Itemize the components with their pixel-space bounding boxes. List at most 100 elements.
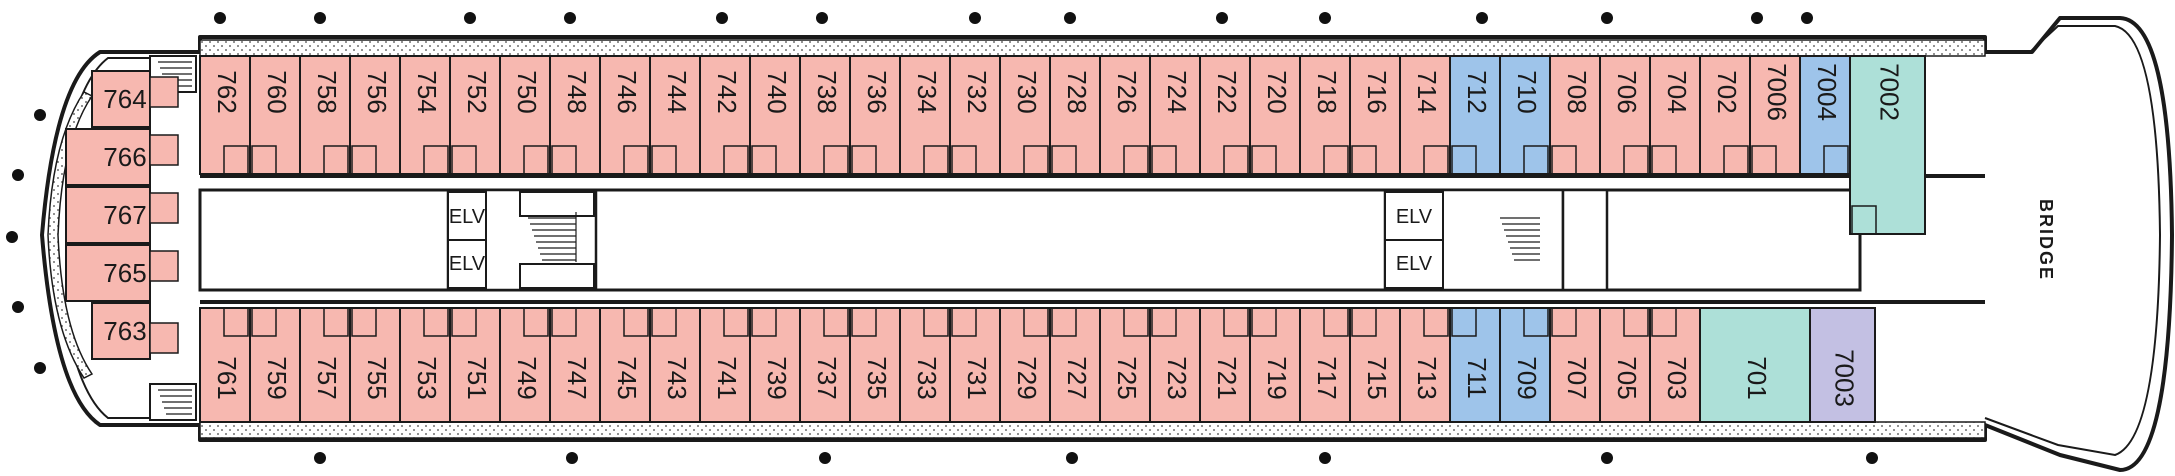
cabin-746[interactable]: 746 [599,55,651,175]
cabin-738[interactable]: 738 [799,55,851,175]
cabin-730[interactable]: 730 [999,55,1051,175]
cabin-702[interactable]: 702 [1699,55,1751,175]
porthole-marker [314,12,326,24]
cabin-718[interactable]: 718 [1299,55,1351,175]
cabin-732[interactable]: 732 [949,55,1001,175]
cabin-721[interactable]: 721 [1199,307,1251,423]
cabin-749[interactable]: 749 [499,307,551,423]
cabin-number: 713 [1412,356,1442,399]
cabin-750[interactable]: 750 [499,55,551,175]
cabin-number: 719 [1262,356,1292,399]
cabin-number: 728 [1062,70,1092,113]
stern-stair-bottom [149,383,197,421]
cabin-741[interactable]: 741 [699,307,751,423]
cabin-740[interactable]: 740 [749,55,801,175]
cabin-763[interactable]: 763 [91,302,179,360]
cabin-729[interactable]: 729 [999,307,1051,423]
porthole-marker [566,452,578,464]
cabin-number: 734 [912,70,942,113]
cabin-713[interactable]: 713 [1399,307,1451,423]
porthole-marker [1801,12,1813,24]
cabin-759[interactable]: 759 [249,307,301,423]
cabin-701[interactable]: 701 [1699,307,1811,423]
cabin-723[interactable]: 723 [1149,307,1201,423]
cabin-752[interactable]: 752 [449,55,501,175]
cabin-726[interactable]: 726 [1099,55,1151,175]
cabin-number: 758 [312,70,342,113]
porthole-marker [1319,452,1331,464]
cabin-number: 754 [412,70,442,113]
cabin-766[interactable]: 766 [65,128,179,186]
cabin-727[interactable]: 727 [1049,307,1101,423]
cabin-747[interactable]: 747 [549,307,601,423]
cabin-710[interactable]: 710 [1499,55,1551,175]
cabin-716[interactable]: 716 [1349,55,1401,175]
cabin-765[interactable]: 765 [65,244,179,302]
cabin-724[interactable]: 724 [1149,55,1201,175]
cabin-711[interactable]: 711 [1449,307,1501,423]
cabin-717[interactable]: 717 [1299,307,1351,423]
porthole-marker [1216,12,1228,24]
cabin-number: 712 [1462,70,1492,113]
cabin-number: 763 [103,316,146,346]
cabin-715[interactable]: 715 [1349,307,1401,423]
cabin-705[interactable]: 705 [1599,307,1651,423]
cabin-731[interactable]: 731 [949,307,1001,423]
cabin-757[interactable]: 757 [299,307,351,423]
cabin-755[interactable]: 755 [349,307,401,423]
cabin-758[interactable]: 758 [299,55,351,175]
cabin-707[interactable]: 707 [1549,307,1601,423]
porthole-marker [464,12,476,24]
cabin-number: 757 [312,356,342,399]
cabin-704[interactable]: 704 [1649,55,1701,175]
svg-text:ELV: ELV [1396,253,1433,275]
cabin-7006[interactable]: 7006 [1749,55,1801,175]
cabin-725[interactable]: 725 [1099,307,1151,423]
cabin-760[interactable]: 760 [249,55,301,175]
porthole-marker [1064,12,1076,24]
cabin-767[interactable]: 767 [65,186,179,244]
cabin-764[interactable]: 764 [91,70,179,128]
cabin-703[interactable]: 703 [1649,307,1701,423]
cabin-719[interactable]: 719 [1249,307,1301,423]
cabin-735[interactable]: 735 [849,307,901,423]
cabin-7003[interactable]: 7003 [1809,307,1876,423]
promenade-bottom [199,421,1986,439]
cabin-754[interactable]: 754 [399,55,451,175]
cabin-712[interactable]: 712 [1449,55,1501,175]
cabin-736[interactable]: 736 [849,55,901,175]
cabin-728[interactable]: 728 [1049,55,1101,175]
cabin-7002[interactable]: 7002 [1849,55,1926,235]
cabin-709[interactable]: 709 [1499,307,1551,423]
cabin-739[interactable]: 739 [749,307,801,423]
cabin-7004[interactable]: 7004 [1799,55,1851,175]
cabin-753[interactable]: 753 [399,307,451,423]
cabin-722[interactable]: 722 [1199,55,1251,175]
cabin-708[interactable]: 708 [1549,55,1601,175]
cabin-751[interactable]: 751 [449,307,501,423]
cabin-706[interactable]: 706 [1599,55,1651,175]
porthole-marker [969,12,981,24]
cabin-744[interactable]: 744 [649,55,701,175]
cabin-number: 759 [262,356,292,399]
cabin-number: 721 [1212,356,1242,399]
cabin-734[interactable]: 734 [899,55,951,175]
cabin-number: 738 [812,70,842,113]
cabin-748[interactable]: 748 [549,55,601,175]
porthole-marker [1476,12,1488,24]
cabin-number: 717 [1312,356,1342,399]
cabin-number: 747 [562,356,592,399]
cabin-742[interactable]: 742 [699,55,751,175]
cabin-714[interactable]: 714 [1399,55,1451,175]
cabin-737[interactable]: 737 [799,307,851,423]
cabin-756[interactable]: 756 [349,55,401,175]
cabin-761[interactable]: 761 [199,307,251,423]
cabin-720[interactable]: 720 [1249,55,1301,175]
cabin-733[interactable]: 733 [899,307,951,423]
cabin-number: 727 [1062,356,1092,399]
porthole-marker [214,12,226,24]
cabin-number: 723 [1162,356,1192,399]
cabin-743[interactable]: 743 [649,307,701,423]
cabin-762[interactable]: 762 [199,55,251,175]
cabin-745[interactable]: 745 [599,307,651,423]
